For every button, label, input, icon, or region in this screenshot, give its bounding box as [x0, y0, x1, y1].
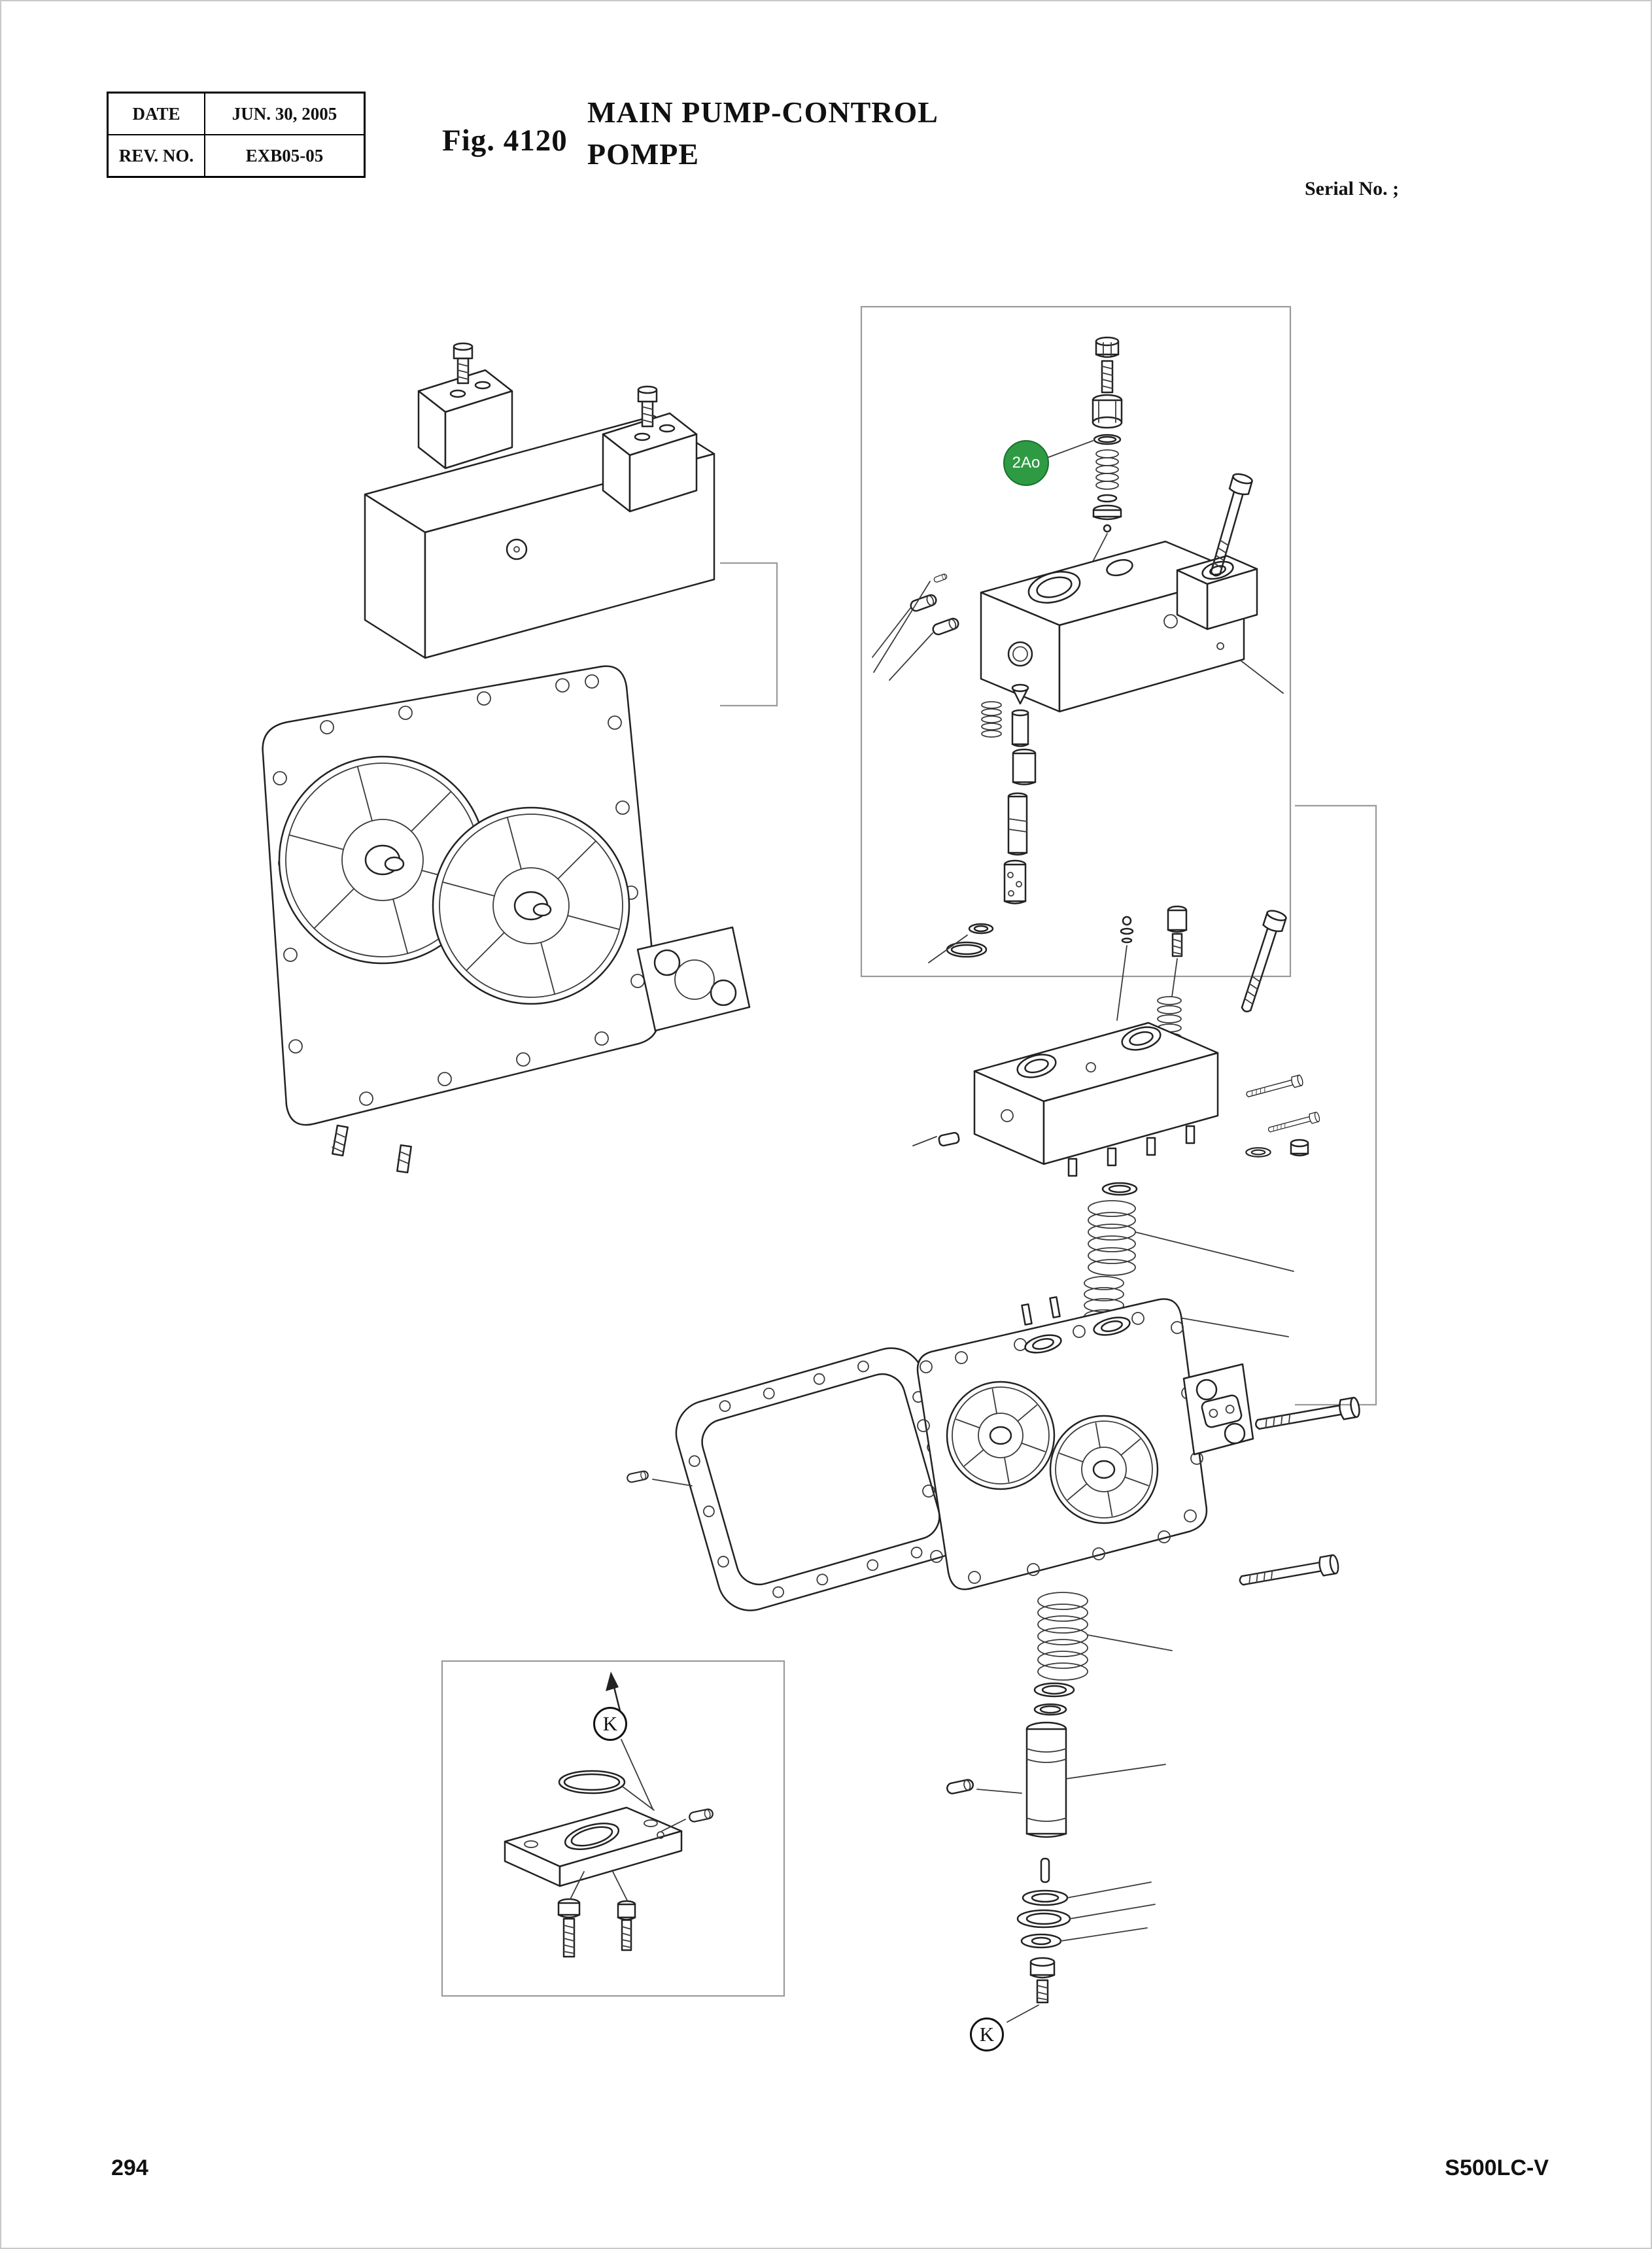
- page-number: 294: [111, 2155, 148, 2180]
- lower-housing-assembly: [626, 1296, 1362, 2023]
- part-badge-2ao[interactable]: 2Ao: [1003, 440, 1049, 486]
- page-title: MAIN PUMP-CONTROL POMPE: [587, 92, 938, 175]
- leader-line: [873, 581, 931, 673]
- callout-k-2: K: [970, 2017, 1004, 2052]
- upper-valve-assembly: [872, 336, 1284, 963]
- main-pump-group: [262, 342, 751, 1174]
- title-line-2: POMPE: [587, 137, 700, 171]
- date-value: JUN. 30, 2005: [204, 92, 366, 135]
- rev-value: EXB05-05: [204, 134, 366, 178]
- title-line-1: MAIN PUMP-CONTROL: [587, 95, 938, 129]
- date-label: DATE: [107, 92, 205, 135]
- cover-plate-assembly: [504, 1672, 715, 1958]
- callout-k-1: K: [593, 1707, 627, 1741]
- table-row: REV. NO. EXB05-05: [107, 134, 366, 178]
- serial-label: Serial No. ;: [1305, 178, 1400, 199]
- middle-valve-assembly: [912, 905, 1321, 1337]
- figure-label: Fig. 4120: [442, 124, 568, 158]
- table-row: DATE JUN. 30, 2005: [107, 92, 366, 135]
- model-code: S500LC-V: [1445, 2155, 1549, 2180]
- rev-label: REV. NO.: [107, 134, 205, 178]
- revision-table: DATE JUN. 30, 2005 REV. NO. EXB05-05: [107, 92, 366, 178]
- assembly-boxes: [441, 305, 1377, 1997]
